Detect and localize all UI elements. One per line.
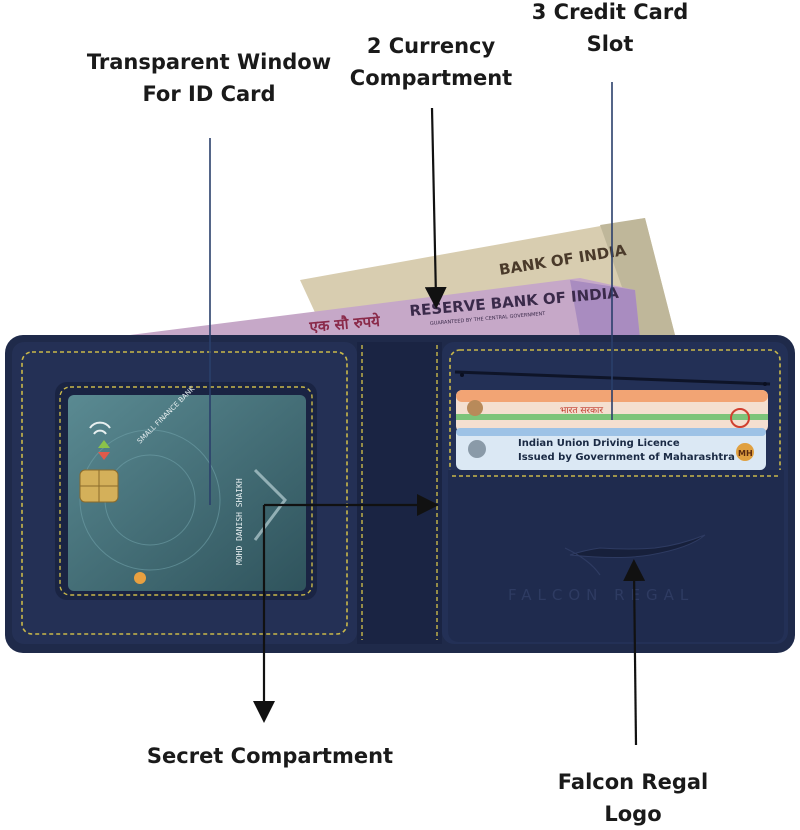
aadhaar-text: भारत सरकार bbox=[560, 406, 603, 416]
logo-arrow bbox=[623, 559, 646, 746]
licence-line2: Issued by Government of Maharashtra bbox=[518, 452, 735, 463]
id-card-name: MOHD DANISH SHAIKH bbox=[235, 478, 244, 565]
falcon-logo-icon bbox=[569, 534, 706, 558]
front-pocket: FALCON REGAL bbox=[448, 470, 784, 642]
licence-line1: Indian Union Driving Licence bbox=[518, 438, 680, 449]
label-transparent-window-line1: Transparent Window bbox=[86, 50, 332, 74]
label-falcon-line1: Falcon Regal bbox=[557, 770, 709, 794]
label-currency-compartment: 2 Currency Compartment bbox=[340, 30, 522, 94]
label-transparent-window-line2: For ID Card bbox=[142, 82, 276, 106]
currency-arrow bbox=[424, 107, 447, 309]
label-currency-line2: Compartment bbox=[349, 66, 513, 90]
licence-badge: MH bbox=[738, 449, 753, 458]
driving-licence-card: Indian Union Driving Licence Issued by G… bbox=[456, 428, 766, 470]
label-credit-card-line2: Slot bbox=[586, 32, 634, 56]
id-card-window: SMALL FINANCE BANK MOHD DANISH SHAIKH bbox=[55, 382, 317, 600]
label-falcon-regal-logo: Falcon Regal Logo bbox=[548, 766, 718, 830]
label-secret-compartment: Secret Compartment bbox=[135, 740, 405, 772]
label-falcon-line2: Logo bbox=[604, 802, 662, 826]
label-credit-card-line1: 3 Credit Card bbox=[531, 0, 689, 24]
label-secret-line1: Secret Compartment bbox=[146, 744, 394, 768]
label-currency-line1: 2 Currency bbox=[366, 34, 496, 58]
brand-emboss: FALCON REGAL bbox=[508, 586, 694, 604]
currency-note-front: एक सौ रुपये RESERVE BANK OF INDIA GUARAN… bbox=[130, 278, 640, 345]
leader-lines bbox=[209, 82, 646, 746]
label-credit-card-slot: 3 Credit Card Slot bbox=[520, 0, 700, 60]
label-transparent-window: Transparent Window For ID Card bbox=[78, 46, 340, 110]
